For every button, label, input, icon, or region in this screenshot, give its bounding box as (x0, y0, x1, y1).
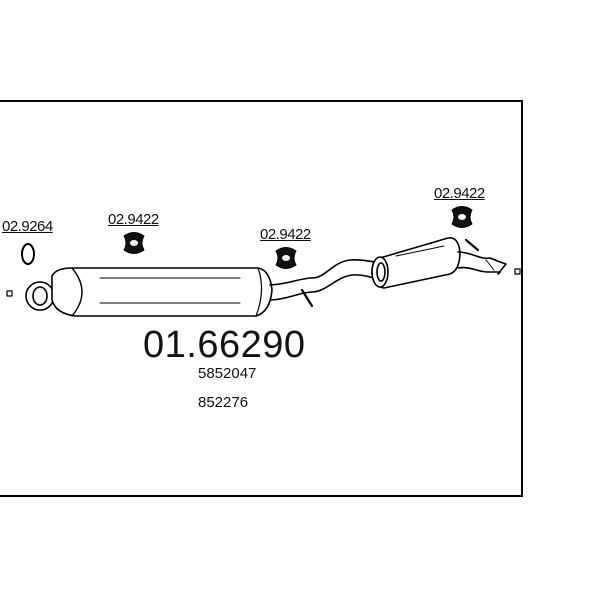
main-part-number: 01.66290 (143, 324, 306, 366)
part-number-label: 02.9422 (260, 226, 311, 243)
middle-pipe-upper (269, 258, 379, 286)
front-silencer-left-end (71, 267, 83, 317)
inlet-connector-mark (6, 290, 13, 297)
diagram-frame (0, 100, 523, 497)
pipe-hanger-rod (300, 288, 314, 308)
rear-hanger-rod (464, 238, 480, 252)
front-silencer-icon (51, 267, 273, 317)
part-number-label: 02.9422 (108, 211, 159, 228)
rubber-hanger-icon (123, 232, 145, 254)
part-number-label: 02.9264 (2, 218, 53, 235)
outlet-connector-mark (514, 268, 521, 275)
oe-number: 5852047 (198, 365, 257, 382)
tail-pipe-upper (457, 251, 501, 263)
front-silencer-right-end (255, 267, 263, 317)
rubber-hanger-icon (275, 247, 297, 269)
tail-pipe-tip (497, 261, 507, 275)
tail-pipe-lower (457, 266, 501, 273)
rear-silencer-highlight (395, 245, 445, 257)
part-number-label: 02.9422 (434, 185, 485, 202)
oe-number: 852276 (198, 394, 249, 411)
rear-silencer-front-cap-inner (376, 262, 386, 282)
ring-gasket-icon (21, 243, 35, 265)
rubber-hanger-icon (451, 206, 473, 228)
tail-pipe-detail (485, 259, 495, 271)
middle-pipe-lower (270, 274, 379, 301)
